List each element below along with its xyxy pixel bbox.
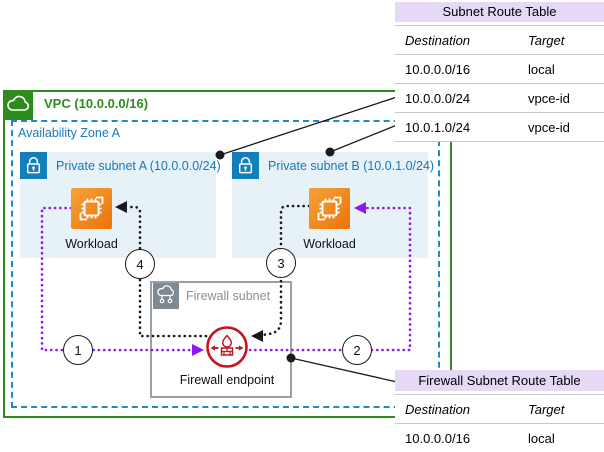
- step-badge-4: 4: [125, 249, 155, 279]
- workload-a-label: Workload: [65, 237, 118, 251]
- arrowhead-into-endpoint-right: [251, 330, 263, 342]
- firewall-endpoint-label: Firewall endpoint: [179, 373, 275, 387]
- availability-zone-boundary: [11, 120, 440, 408]
- column-header-destination: Destination: [405, 32, 471, 48]
- firewall-subnet-route-table: Firewall Subnet Route Table Destination …: [395, 370, 604, 452]
- step-badge-3: 3: [266, 248, 296, 278]
- table-row: 10.0.1.0/24 vpce-id: [395, 113, 604, 142]
- connector-subnet-b-route: [329, 124, 398, 153]
- firewall-subnet-box: [150, 281, 292, 398]
- step-badge-2: 2: [342, 335, 372, 365]
- column-header-destination: Destination: [405, 401, 471, 417]
- flow-endpoint-to-b-purple: [248, 206, 412, 352]
- firewall-subnet-label: Firewall subnet: [186, 289, 271, 303]
- step-4-number: 4: [136, 256, 144, 272]
- workload-a-chip-icon: [71, 188, 112, 229]
- column-header-target: Target: [528, 32, 565, 48]
- private-subnet-b-label: Private subnet B (10.0.1.0/24): [268, 159, 435, 173]
- connector-dot-firewall-subnet: [286, 353, 296, 363]
- cell-destination: 10.0.0.0/16: [405, 61, 471, 77]
- workload-b-label: Workload: [303, 237, 356, 251]
- step-3-number: 3: [277, 255, 285, 271]
- firewall-subnet-route-table-title: Firewall Subnet Route Table: [395, 370, 604, 391]
- connector-dot-subnet-a: [215, 150, 225, 160]
- table-header-row: Destination Target: [395, 394, 604, 424]
- connector-subnet-a-route: [219, 96, 398, 156]
- cell-destination: 10.0.0.0/16: [405, 430, 471, 446]
- cell-destination: 10.0.1.0/24: [405, 119, 471, 135]
- cell-target: local: [528, 430, 555, 446]
- cell-destination: 10.0.0.0/24: [405, 90, 471, 106]
- step-badge-1: 1: [63, 335, 93, 365]
- arrowhead-into-workload-a: [115, 201, 127, 213]
- arrowhead-into-workload-b: [354, 202, 366, 214]
- vpc-label: VPC (10.0.0.0/16): [44, 96, 149, 111]
- private-subnet-a-lock-icon: [20, 152, 47, 179]
- arrowhead-into-endpoint-left: [192, 344, 204, 356]
- flow-a-to-endpoint-purple: [40, 206, 194, 352]
- subnet-route-table: Subnet Route Table Destination Target 10…: [395, 2, 604, 142]
- connector-firewall-subnet-route: [290, 357, 398, 383]
- vpc-boundary: [3, 90, 452, 418]
- private-subnet-a-box: [20, 152, 216, 258]
- firewall-endpoint-icon: [206, 326, 248, 368]
- table-row: 10.0.0.0/16 local: [395, 424, 604, 452]
- table-row: 10.0.0.0/16 local: [395, 55, 604, 84]
- private-subnet-b-lock-icon: [232, 152, 259, 179]
- subnet-route-table-title: Subnet Route Table: [395, 2, 604, 22]
- step-2-number: 2: [353, 342, 361, 358]
- vpc-icon: [3, 90, 33, 120]
- workload-b-chip-icon: [309, 188, 350, 229]
- step-1-number: 1: [74, 342, 82, 358]
- availability-zone-label: Availability Zone A: [18, 126, 120, 140]
- column-header-target: Target: [528, 401, 565, 417]
- cell-target: vpce-id: [528, 119, 570, 135]
- firewall-subnet-icon: [153, 283, 179, 309]
- cell-target: local: [528, 61, 555, 77]
- flow-endpoint-to-a-black: [126, 205, 208, 338]
- table-row: 10.0.0.0/24 vpce-id: [395, 84, 604, 113]
- cell-target: vpce-id: [528, 90, 570, 106]
- connector-dot-subnet-b: [325, 147, 335, 157]
- private-subnet-a-label: Private subnet A (10.0.0.0/24): [56, 159, 221, 173]
- table-header-row: Destination Target: [395, 25, 604, 55]
